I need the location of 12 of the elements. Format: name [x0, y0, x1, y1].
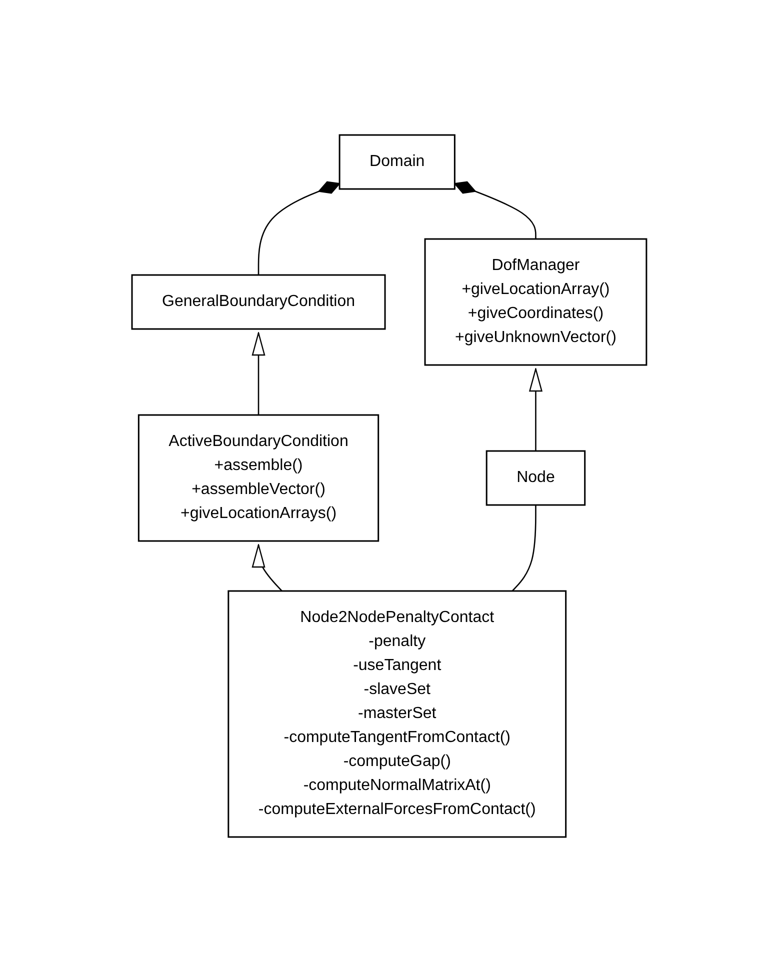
connector	[258, 181, 340, 275]
arrow	[528, 368, 542, 451]
node-box: Domain	[338, 134, 456, 190]
node-box: DofManager +giveLocationArray() +giveCoordinates() +giveUnknownVector()	[424, 238, 647, 366]
node-box: ActiveBoundaryCondition +assemble() +assembleVector() +giveLocationArrays()	[138, 414, 379, 542]
arrow	[252, 332, 265, 415]
connector	[512, 505, 536, 592]
node-box: Node	[486, 450, 586, 506]
node-box: GeneralBoundaryCondition	[131, 274, 386, 330]
connector	[454, 181, 536, 239]
node-box: Node2NodePenaltyContact -penalty -useTangent -slaveSet -masterSet -computeTangentFromContact() -computeGap() -computeNormalMatrixAt() -computeExternalForcesFromContact()	[227, 590, 566, 838]
arrow	[252, 544, 282, 592]
